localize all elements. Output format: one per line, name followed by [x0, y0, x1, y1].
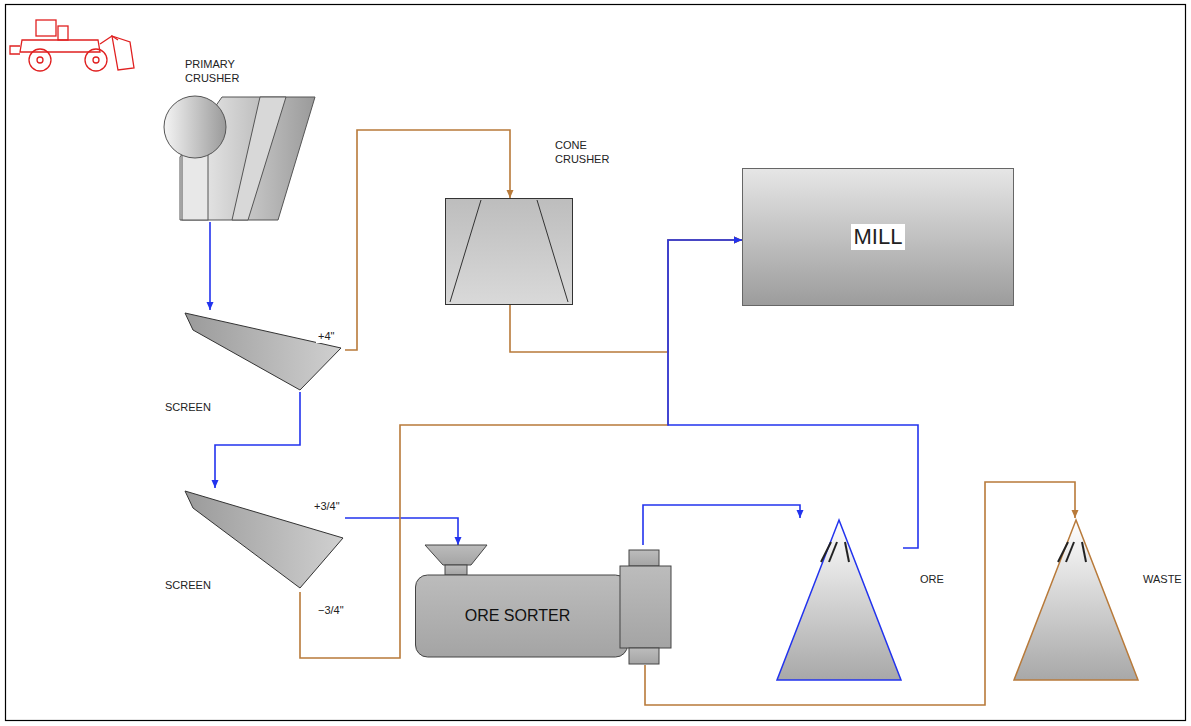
waste-stockpile-outline: [1012, 518, 1140, 682]
arrow-head: [212, 480, 219, 488]
ore-sorter: ORE SORTER: [415, 545, 672, 665]
loader-icon: [10, 20, 134, 71]
loader-hub: [93, 57, 99, 63]
flow-line: [209, 222, 211, 310]
node-label: ORE: [920, 572, 944, 586]
shape-part: [185, 491, 343, 588]
shape-part: [629, 648, 659, 664]
shape-part: [416, 575, 628, 657]
ore-sorter-outline: [415, 545, 672, 665]
node-label: SCREEN: [165, 400, 211, 414]
loader-cab: [58, 26, 68, 40]
loader-body: [20, 40, 100, 52]
flow-line: [215, 392, 300, 488]
shape-part: [232, 97, 286, 220]
shape-part: [450, 200, 481, 302]
flow-line: [645, 482, 1075, 705]
flow-line: [345, 518, 458, 545]
node-label: SCREEN: [165, 578, 211, 592]
arrow-head: [455, 537, 462, 545]
loader-wheel: [29, 49, 51, 71]
shape-part: [845, 542, 849, 562]
flow-connector: [345, 518, 462, 545]
node-label: CONE CRUSHER: [555, 138, 635, 166]
outer-border: [6, 5, 1186, 721]
flow-connector: [643, 505, 804, 545]
flow-connector: [645, 482, 1079, 705]
shape-part: [1014, 520, 1138, 680]
shape-part: [425, 545, 487, 565]
waste-stockpile: WASTE: [1012, 518, 1140, 682]
arrow-head: [507, 190, 514, 198]
shape-part: [537, 200, 568, 302]
loader-wheel: [85, 49, 107, 71]
loader-cab: [36, 20, 56, 36]
arrow-head: [734, 237, 742, 244]
arrow-head: [797, 510, 804, 518]
node-label: PRIMARY CRUSHER: [185, 57, 265, 85]
shape-part: [164, 96, 226, 158]
shape-part: [777, 520, 901, 680]
label-holder: MILL: [742, 168, 1014, 306]
shape-part: [1082, 542, 1086, 562]
size-fraction-label: +3/4": [312, 500, 342, 513]
arrow-head: [734, 237, 742, 244]
label-holder: ORE SORTER: [415, 575, 620, 657]
shape-part: [620, 566, 671, 648]
size-fraction-label: −3/4": [316, 604, 346, 617]
ore-stockpile: ORE: [775, 518, 903, 682]
screen-deck-outline: [183, 310, 345, 392]
screen-deck: SCREEN: [183, 310, 345, 392]
mill-box: MILL: [742, 168, 1014, 306]
arrow-head: [734, 237, 742, 244]
size-fraction-label: +4": [316, 330, 336, 343]
flow-connector: [212, 392, 301, 488]
loader-hub: [37, 57, 43, 63]
shape-part: [829, 542, 837, 562]
shape-part: [446, 199, 573, 305]
loader-rear: [10, 46, 20, 54]
cone-crusher: CONE CRUSHER: [445, 198, 573, 305]
loader-bucket: [112, 36, 134, 70]
shape-part: [629, 550, 659, 566]
primary-crusher: PRIMARY CRUSHER: [160, 95, 318, 222]
arrow-head: [1072, 510, 1079, 518]
cone-crusher-outline: [445, 198, 573, 305]
flow-line: [643, 505, 800, 545]
primary-crusher-outline: [160, 95, 318, 222]
node-label: MILL: [851, 224, 906, 250]
flow-connector: [207, 222, 214, 310]
shape-part: [1066, 542, 1074, 562]
shape-part: [185, 313, 341, 390]
arrow-head: [207, 302, 214, 310]
shape-part: [445, 565, 467, 575]
shape-part: [182, 150, 208, 220]
node-label: ORE SORTER: [465, 606, 571, 626]
shape-part: [743, 169, 1014, 306]
ore-stockpile-outline: [775, 518, 903, 682]
node-label: WASTE: [1143, 572, 1182, 586]
